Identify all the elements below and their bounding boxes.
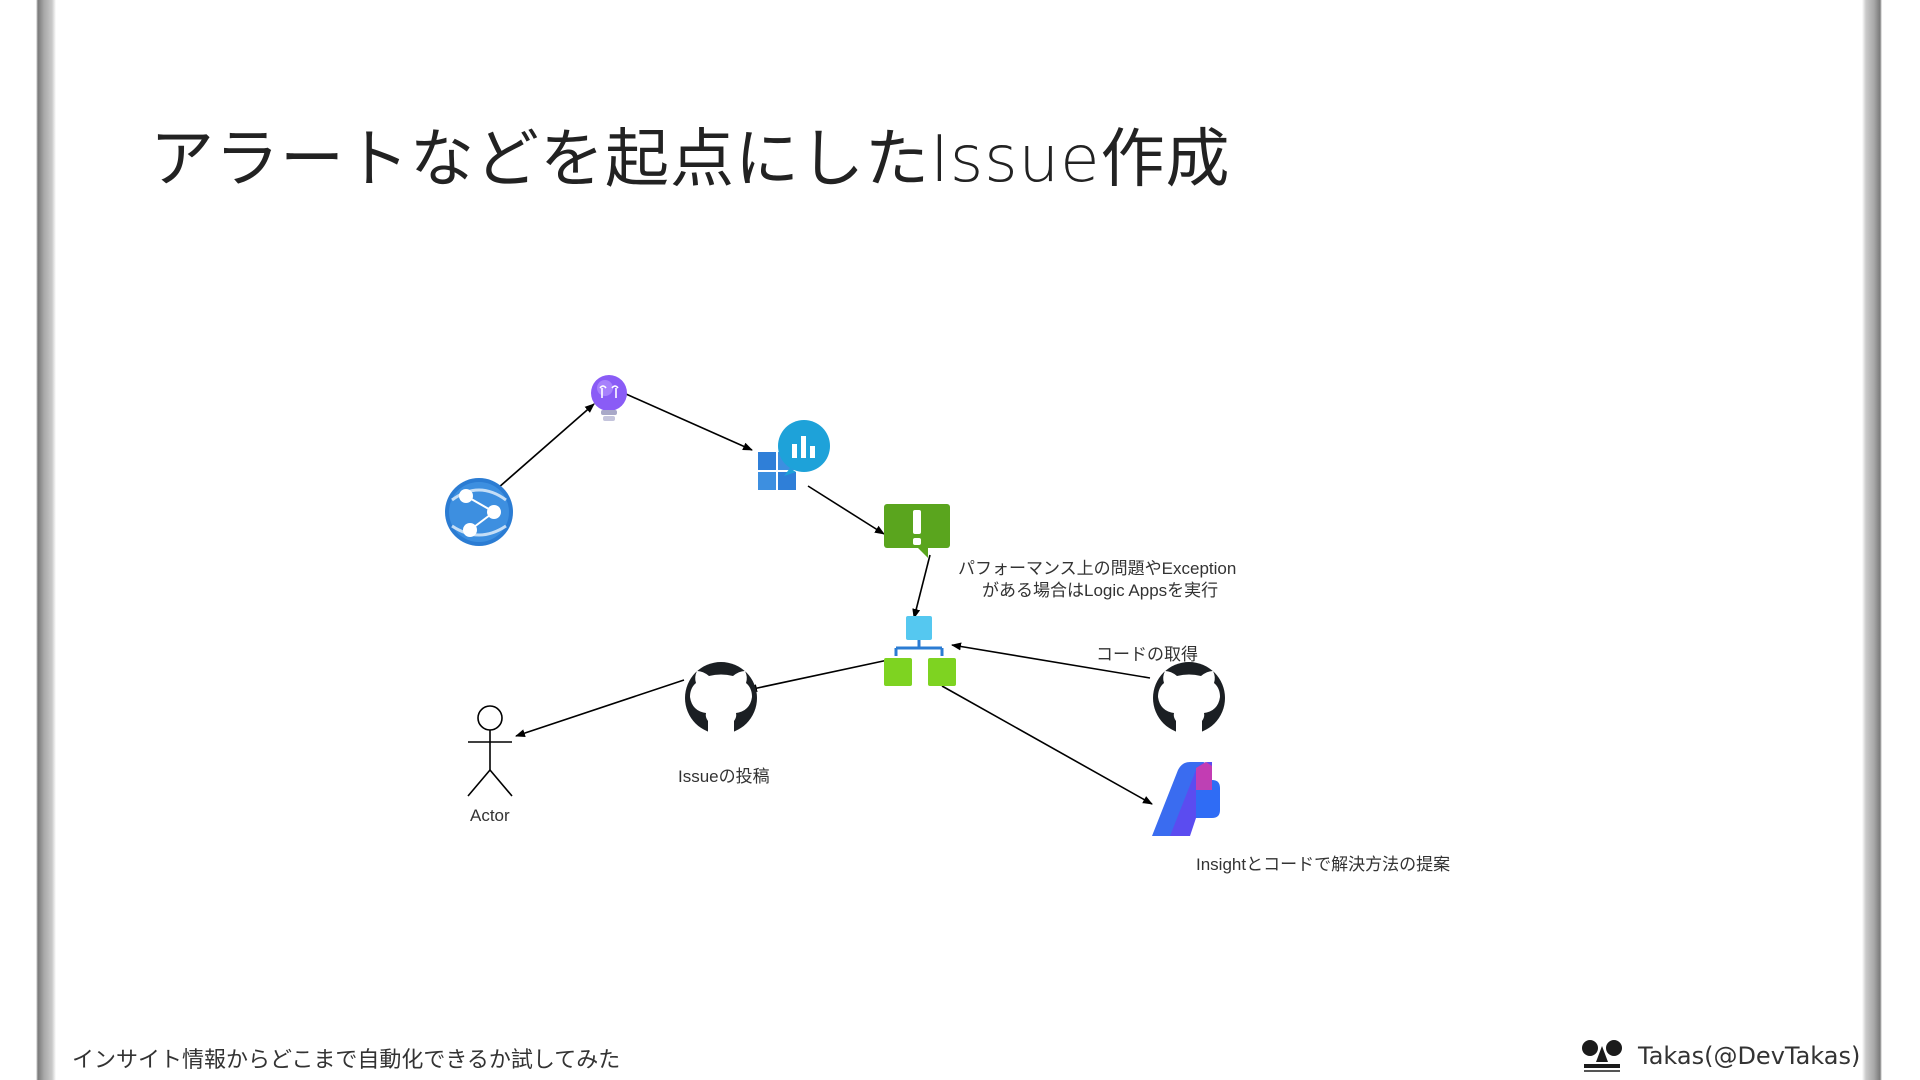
logic-apps-icon [884,616,956,686]
alert-note-line2: がある場合はLogic Appsを実行 [982,581,1219,600]
actor-label: Actor [470,806,510,825]
slide [56,0,1862,1080]
arrow-alert-to-logicapps [912,554,931,619]
monitor-dashboard-icon [758,420,830,490]
actor-stick-figure-icon [467,705,513,797]
arrow-githubissue-to-actor [515,679,685,737]
github-icon [1153,662,1225,735]
issue-post-label: Issueの投稿 [678,767,770,786]
arrow-logicapps-to-ai [941,685,1153,805]
footer-author: Takas(@DevTakas) [1638,1042,1861,1070]
slide-title: アラートなどを起点にしたIssue作成 [150,123,1231,197]
lightbulb-insights-icon [591,375,627,421]
slide-frame-left [0,0,56,1080]
arrow-appservice-to-insights [497,403,595,489]
footer-subtitle: インサイト情報からどこまで自動化できるか試してみた [72,1048,621,1073]
slide-frame-right [1862,0,1920,1080]
arrow-monitor-to-alert [807,485,885,535]
arrow-insights-to-monitor [625,393,753,451]
app-service-icon [445,478,513,546]
arrow-githubcode-to-logicapps [951,642,1151,679]
alert-exclamation-icon [884,504,950,558]
code-fetch-label: コードの取得 [1096,645,1198,664]
alert-note-line1: パフォーマンス上の問題やException [958,559,1237,578]
arrow-logicapps-to-githubissue [747,659,889,693]
connectors [497,393,1153,805]
github-icon [685,662,757,735]
azure-ai-icon [1152,762,1220,836]
author-logo-icon [1582,1040,1622,1072]
proposal-label: Insightとコードで解決方法の提案 [1196,855,1451,874]
